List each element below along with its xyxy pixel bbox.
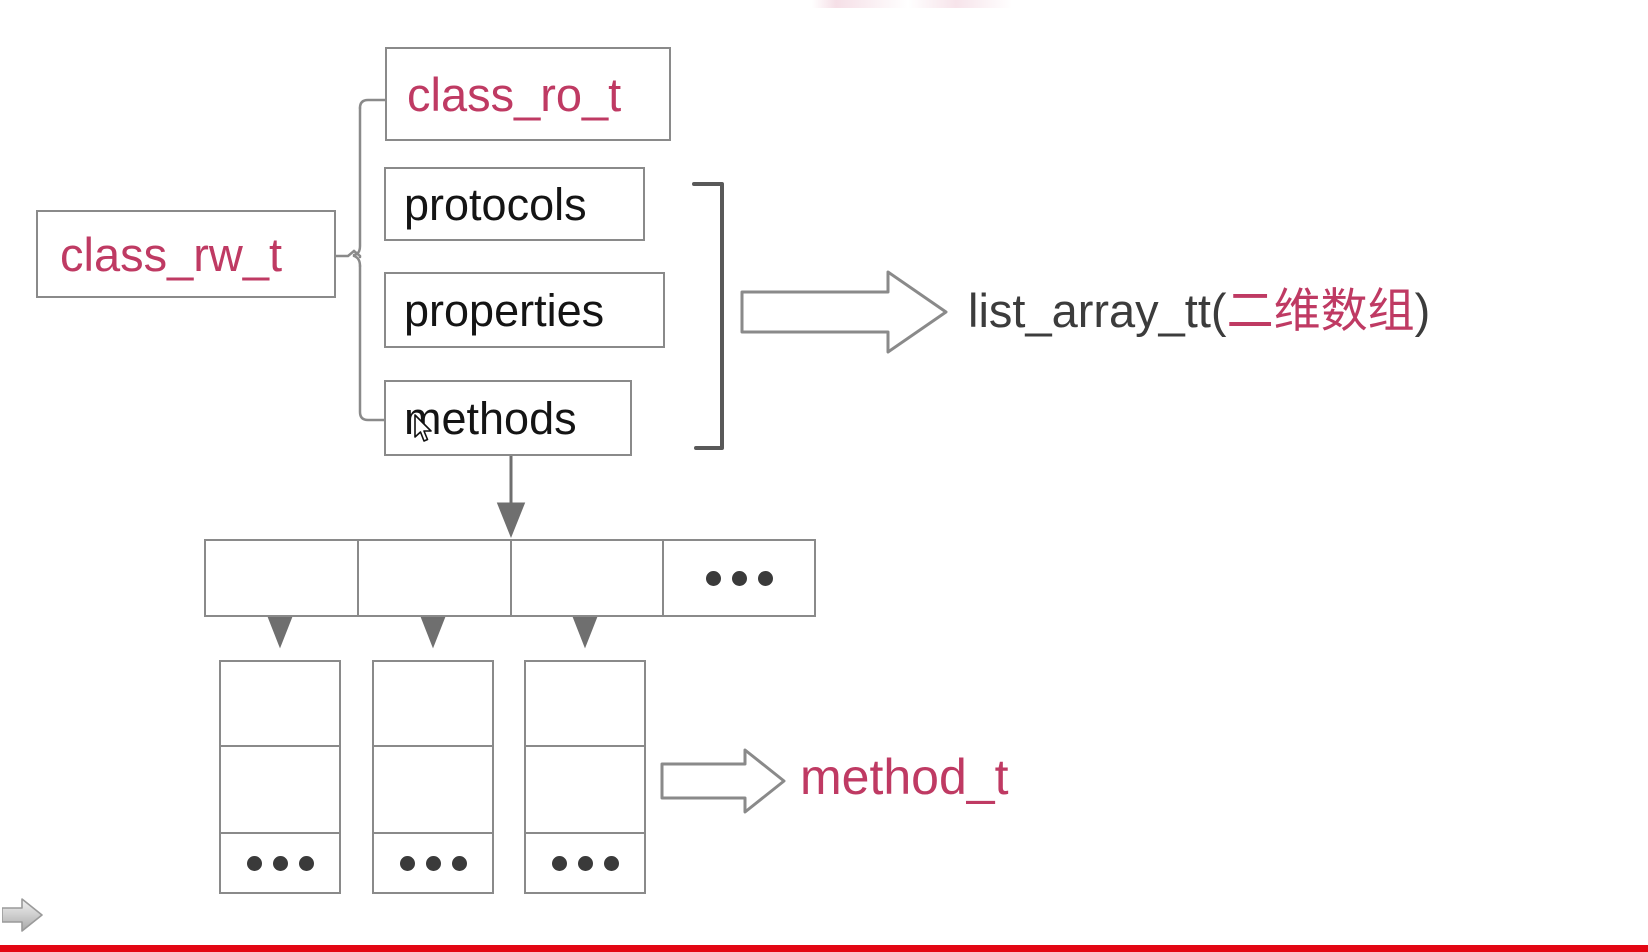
node-class-ro-t[interactable]: class_ro_t: [385, 47, 671, 141]
ellipsis-icon: [246, 855, 314, 871]
array-cell-0[interactable]: [206, 541, 359, 615]
method-slot-0-ellipsis[interactable]: [221, 834, 339, 892]
method-slot-2-1[interactable]: [526, 747, 644, 834]
method-slot-2-ellipsis[interactable]: [526, 834, 644, 892]
node-class-rw-t[interactable]: class_rw_t: [36, 210, 336, 298]
caption-method-t: method_t: [800, 749, 1009, 805]
video-progress-bar[interactable]: [0, 945, 1648, 952]
array-cell-2[interactable]: [512, 541, 664, 615]
player-next-arrow-icon[interactable]: [2, 896, 44, 934]
block-arrow-right-method-t: [660, 748, 786, 814]
node-protocols-label: protocols: [404, 178, 587, 230]
caption-list-array-suffix: ): [1414, 284, 1431, 337]
ellipsis-icon: [705, 570, 773, 586]
method-list-column-2[interactable]: [524, 660, 646, 894]
ellipsis-icon: [551, 855, 619, 871]
method-list-column-0[interactable]: [219, 660, 341, 894]
node-class-ro-t-label: class_ro_t: [407, 67, 622, 121]
node-protocols[interactable]: protocols: [384, 167, 645, 241]
method-slot-0-1[interactable]: [221, 747, 339, 834]
node-properties[interactable]: properties: [384, 272, 665, 348]
caption-list-array-prefix: list_array_tt(: [968, 284, 1227, 337]
array-cell-1[interactable]: [359, 541, 512, 615]
node-class-rw-t-label: class_rw_t: [60, 227, 283, 281]
top-edge-artifact: [812, 0, 1012, 8]
caption-list-array-cjk: 二维数组: [1226, 284, 1415, 337]
node-methods[interactable]: methods: [384, 380, 632, 456]
method-slot-1-0[interactable]: [374, 662, 492, 747]
arrow-methods-to-array: [496, 456, 526, 539]
ellipsis-icon: [399, 855, 467, 871]
node-properties-label: properties: [404, 284, 605, 336]
caption-list-array-tt: list_array_tt(二维数组): [968, 287, 1430, 334]
method-slot-1-1[interactable]: [374, 747, 492, 834]
array-row: [204, 539, 816, 617]
method-slot-1-ellipsis[interactable]: [374, 834, 492, 892]
grouping-bracket: [692, 182, 724, 450]
node-methods-label: methods: [404, 392, 577, 444]
method-slot-0-0[interactable]: [221, 662, 339, 747]
branch-connector: [334, 98, 387, 422]
block-arrow-right-list-array: [740, 270, 948, 354]
method-slot-2-0[interactable]: [526, 662, 644, 747]
array-cell-ellipsis[interactable]: [664, 541, 814, 615]
method-list-column-1[interactable]: [372, 660, 494, 894]
mouse-cursor-icon: [414, 414, 432, 442]
